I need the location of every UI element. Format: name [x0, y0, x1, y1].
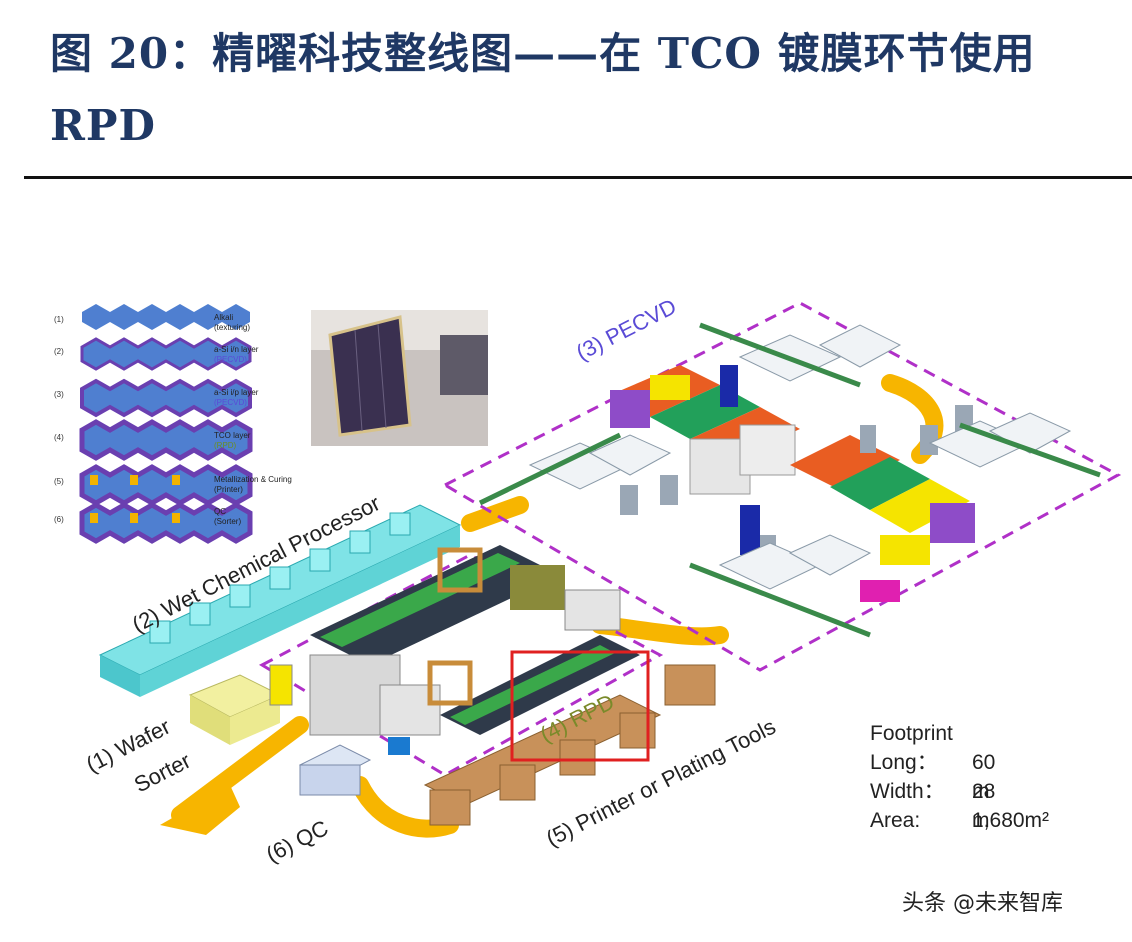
rpd-enclosure — [258, 553, 664, 777]
wet-chemical-processor — [98, 504, 462, 697]
pecvd-enclosure — [441, 301, 1122, 672]
footprint-heading: Footprint — [870, 722, 953, 745]
production-line-figure: (1) Alkali (texturing) (2) a-Si i/n laye… — [0, 185, 1132, 942]
rpd-equipment — [269, 545, 640, 755]
title-divider — [24, 176, 1132, 179]
legend-entry: a-Si i/p layer (PECVD) — [214, 388, 259, 407]
legend-entry: Alkali (texturing) — [214, 313, 251, 332]
legend-number: (5) — [54, 477, 64, 486]
legend-number: (3) — [54, 390, 64, 399]
layer-stack-diagrams — [79, 304, 253, 544]
figure-title: 图 20：精曜科技整线图——在 TCO 镀膜环节使用 RPD — [50, 29, 1036, 150]
module-photo-inset — [311, 310, 488, 446]
wafer-sorter — [188, 674, 282, 745]
line-layout-illustration — [79, 301, 1122, 838]
legend-entry: Metallization & Curing (Printer) — [214, 475, 292, 494]
qc-unit — [298, 744, 372, 796]
watermark: 头条 @未来智库 — [902, 891, 1063, 916]
footprint-long-value: 60 m — [972, 751, 996, 803]
legend-number: (6) — [54, 515, 64, 524]
legend-entry: QC (Sorter) — [214, 507, 242, 526]
rpd-highlight-box — [510, 650, 650, 762]
footprint-area-value: 1,680m² — [972, 809, 1050, 832]
qc-exit-arrow — [160, 785, 240, 835]
pecvd-equipment — [478, 322, 1101, 638]
footprint-long-label: Long： — [870, 751, 938, 774]
legend-number: (4) — [54, 433, 64, 442]
legend-number: (2) — [54, 347, 64, 356]
footprint-width-label: Width： — [870, 780, 945, 803]
legend-number: (1) — [54, 315, 64, 324]
footprint-width-value: 28 m — [972, 780, 996, 832]
footprint-area-label: Area: — [870, 809, 921, 832]
legend-entry: TCO layer (RPD) — [214, 431, 251, 450]
legend-entry: a-Si i/n layer (PECVD) — [214, 345, 259, 364]
